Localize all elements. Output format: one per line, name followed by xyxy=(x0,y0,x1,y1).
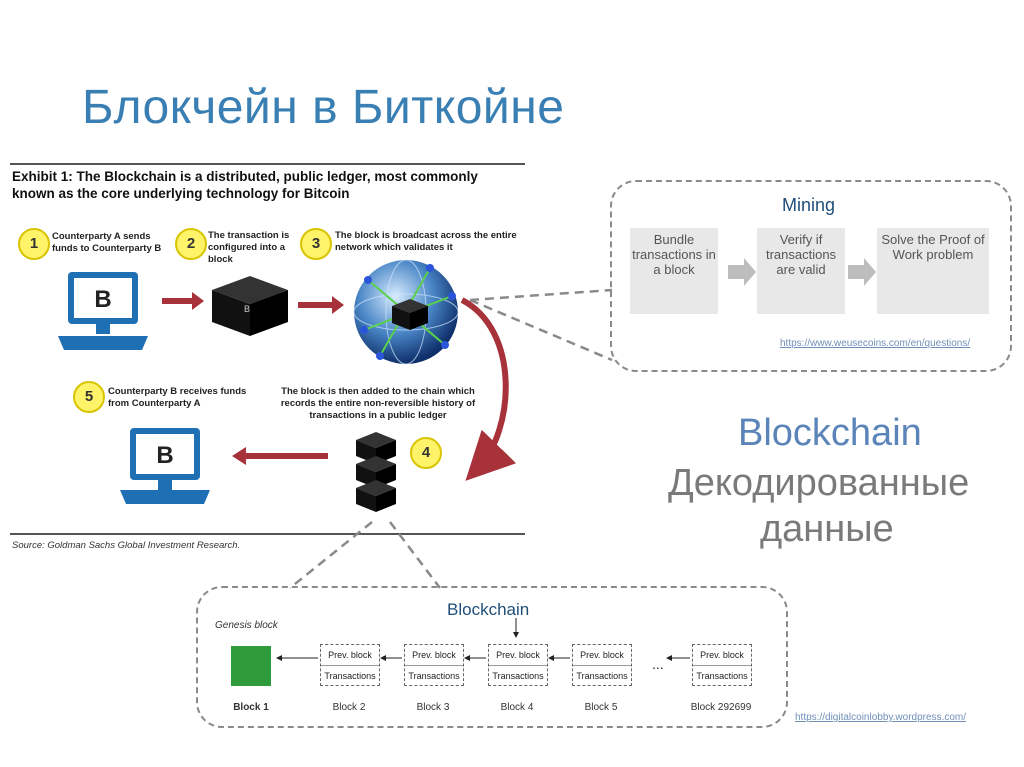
block-label-5: Block 5 xyxy=(584,702,618,713)
step-text-1: Counterparty A sends funds to Counterpar… xyxy=(52,231,162,254)
arrow-network-to-chain xyxy=(460,297,517,481)
mining-card-bundle: Bundle transactions in a block xyxy=(630,228,718,314)
connector-mining-top xyxy=(469,288,613,302)
mining-card-verify: Verify if transactions are valid xyxy=(757,228,845,314)
mining-panel xyxy=(610,180,1012,372)
slide-title: Блокчейн в Биткойне xyxy=(82,81,565,134)
exhibit-top-rule xyxy=(10,163,525,165)
decoded-line-1: Декодированные xyxy=(668,462,970,504)
block-label-last: Block 292699 xyxy=(690,702,752,713)
mining-source-link[interactable]: https://www.weusecoins.com/en/questions/ xyxy=(780,338,971,349)
exhibit-title: Exhibit 1: The Blockchain is a distribut… xyxy=(12,169,478,201)
chain-title: Blockchain xyxy=(447,600,530,619)
block-label-3: Block 3 xyxy=(416,702,450,713)
arrow-block-to-network xyxy=(298,302,334,308)
block-cube-icon: B xyxy=(212,276,288,336)
network-globe-icon xyxy=(353,259,459,365)
svg-text:B: B xyxy=(156,442,173,469)
block-stack-icon xyxy=(356,432,396,512)
step-badge-5: 5 xyxy=(73,381,105,413)
genesis-block xyxy=(231,646,271,686)
step-text-4: The block is then added to the chain whi… xyxy=(280,386,476,421)
decoded-line-2: данные xyxy=(760,508,894,550)
connector-chain-right xyxy=(389,521,441,589)
step-text-5: Counterparty B receives funds from Count… xyxy=(108,386,247,409)
step-badge-2: 2 xyxy=(175,228,207,260)
blockchain-heading: Blockchain xyxy=(738,412,922,454)
arrow-a-to-block xyxy=(162,298,194,304)
computer-b-icon: B xyxy=(120,428,210,504)
chain-source-link[interactable]: https://digitalcoinlobby.wordpress.com/ xyxy=(795,712,967,723)
genesis-label: Genesis block xyxy=(215,620,278,631)
step-badge-1: 1 xyxy=(18,228,50,260)
mining-title: Mining xyxy=(782,195,836,215)
step-badge-4: 4 xyxy=(410,437,442,469)
exhibit-source: Source: Goldman Sachs Global Investment … xyxy=(12,540,241,551)
connector-mining-bottom xyxy=(469,298,613,362)
computer-a-icon: B xyxy=(58,272,148,350)
exhibit-bottom-rule xyxy=(10,533,525,535)
step-text-3: The block is broadcast across the entire… xyxy=(335,230,517,253)
chain-ellipsis: ... xyxy=(652,656,664,672)
chain-panel xyxy=(196,586,788,728)
block-label-4: Block 4 xyxy=(500,702,534,713)
connector-chain-left xyxy=(289,521,373,589)
mining-arrow-2 xyxy=(848,258,876,286)
step-badge-3: 3 xyxy=(300,228,332,260)
mining-arrow-1 xyxy=(728,258,756,286)
svg-text:B: B xyxy=(244,304,250,314)
bitcoin-icon: B xyxy=(94,286,111,313)
block-label-1: Block 1 xyxy=(233,702,269,713)
mining-card-proof: Solve the Proof of Work problem xyxy=(877,228,989,314)
block-label-2: Block 2 xyxy=(332,702,366,713)
arrow-chain-to-b xyxy=(244,453,328,459)
step-text-2: The transaction is configured into a blo… xyxy=(208,230,290,265)
